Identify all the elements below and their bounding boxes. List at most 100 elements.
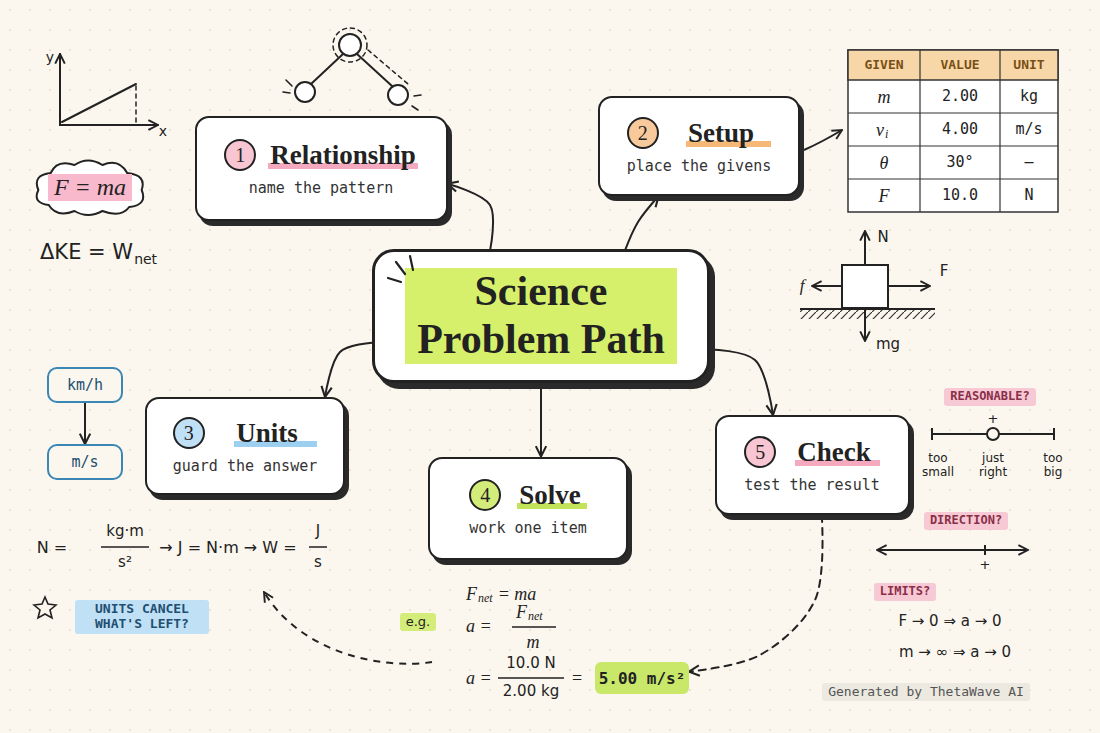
table-cell: kg [1020,88,1038,105]
force-arrow [888,285,930,287]
connector-arrow [448,184,494,249]
step-subtitle: place the givens [627,157,772,175]
direction-line [877,549,1028,551]
equation-text: F [516,602,527,623]
givens-table [848,50,1058,212]
step-number: 2 [627,117,659,149]
table-header-band [848,50,1058,80]
table-grid [848,50,1058,212]
formula-text: ΔKE = W [40,240,133,264]
unit-formula: J [316,523,320,540]
scale-mark: + [988,412,999,427]
table-cell: m/s [1015,121,1042,138]
step-number: 3 [173,417,205,449]
step-box: 2Setupplace the givens [598,96,800,196]
free-body-diagram [800,231,935,341]
formula-text: F = ma [48,174,132,201]
connector-arrow [710,349,773,415]
connector-arrow [689,515,823,672]
equation-text: m [527,632,540,653]
force-arrow [812,285,842,287]
dashed-guide [135,86,137,125]
equation-text: F [466,584,477,605]
table-cell: 10.0 [942,187,978,204]
table-header: GIVEN [864,58,903,73]
cloud-shape [37,161,144,216]
network-sketch [283,28,421,110]
axis-label: y [46,49,54,65]
scale-line [932,428,1054,440]
limit-text: m → ∞ ⇒ a → 0 [899,644,1011,661]
graph-line [62,84,136,122]
result-value: 5.00 m/s² [599,669,686,688]
equation-subscript: net [528,610,543,624]
connector-arrow [540,383,542,457]
table-cell: N [1024,187,1033,204]
axis-label: x [159,123,167,139]
check-tag: LIMITS? [874,583,937,601]
axes [60,54,158,125]
step-box: 3 Units guard the answer [145,397,345,495]
step-subtitle: work one item [469,519,586,537]
equation-text: a = [466,668,492,689]
unit-formula: s² [118,554,132,571]
table-frame [848,50,1058,212]
check-tag: DIRECTION? [924,512,1008,530]
step-box: 5 Check test the result [715,415,910,515]
scale-marker [987,428,999,440]
step-subtitle: guard the answer [173,457,318,475]
table-cell: 2.00 [942,88,978,105]
block [842,265,888,308]
formula-subscript: net [134,251,157,267]
table-cell: v [876,120,884,141]
unit-formula: s [314,554,322,571]
step-title: Relationship [268,140,418,171]
table-cell: 30° [946,154,973,171]
hub-title: Science Problem Path [405,268,677,364]
scale-label: just right [971,452,1015,480]
direction-mark: + [980,558,991,573]
pointer-arrow [804,130,842,150]
star-icon [34,597,56,618]
tip-note: UNITS CANCEL WHAT'S LEFT? [75,600,209,634]
direction-tick [984,545,986,555]
dashed-ring [333,28,367,62]
network-link [311,54,392,86]
table-subscript: i [885,128,888,142]
unit-box: m/s [47,444,123,480]
table-cell: — [1024,154,1033,171]
force-label: f [800,276,805,296]
unit-formula: → J = N·m → W = [159,539,296,557]
step-title: Units [234,418,317,449]
step-box: 1Relationshipname the pattern [195,116,448,221]
dashed-link [368,50,408,84]
table-cell: F [879,186,890,207]
scale-label: too small [917,452,959,480]
axes-sketch [60,54,158,125]
step-number: 5 [744,436,776,468]
step-title: Check [795,437,879,468]
unit-formula: N = [37,539,67,557]
step-subtitle: test the result [744,476,879,494]
example-tag: e.g. [400,613,437,632]
unit-text: m/s [71,453,98,471]
connector-arrow [84,403,86,444]
unit-box: km/h [47,367,123,403]
hub-box: Science Problem Path [372,249,710,383]
table-header: UNIT [1013,58,1044,73]
formula-cloud: F = ma [28,155,152,219]
table-cell: m [878,87,891,108]
ground-hatch [800,309,935,319]
limit-text: F → 0 ⇒ a → 0 [898,613,1001,630]
force-label: mg [876,336,900,353]
equation-text: 2.00 kg [503,683,559,700]
equation-text: = ma [498,584,537,605]
network-dot [388,85,408,105]
table-header: VALUE [940,58,979,73]
connector-arrow [626,196,659,249]
network-dot [339,34,361,56]
step-number: 4 [469,479,501,511]
scale-label: too big [1036,452,1070,480]
